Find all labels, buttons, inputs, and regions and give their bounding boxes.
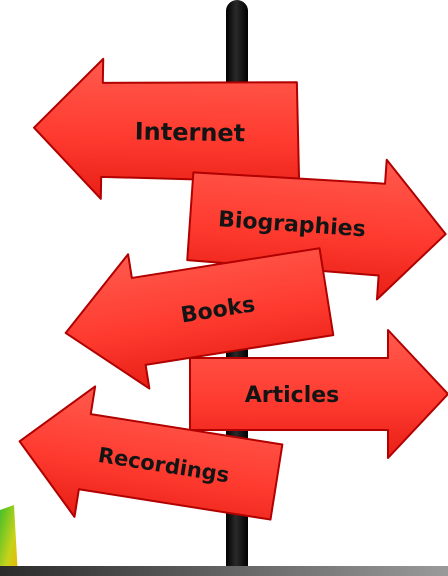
bottom-strip bbox=[0, 566, 448, 576]
sign-articles: Articles bbox=[189, 329, 448, 459]
sign-books: Books bbox=[64, 247, 335, 390]
sign-label-internet: Internet bbox=[135, 117, 246, 147]
sign-internet: Internet bbox=[33, 57, 301, 200]
sign-label-articles: Articles bbox=[245, 383, 340, 408]
sign-recordings: Recordings bbox=[18, 385, 284, 521]
corner-scrap bbox=[0, 505, 18, 576]
